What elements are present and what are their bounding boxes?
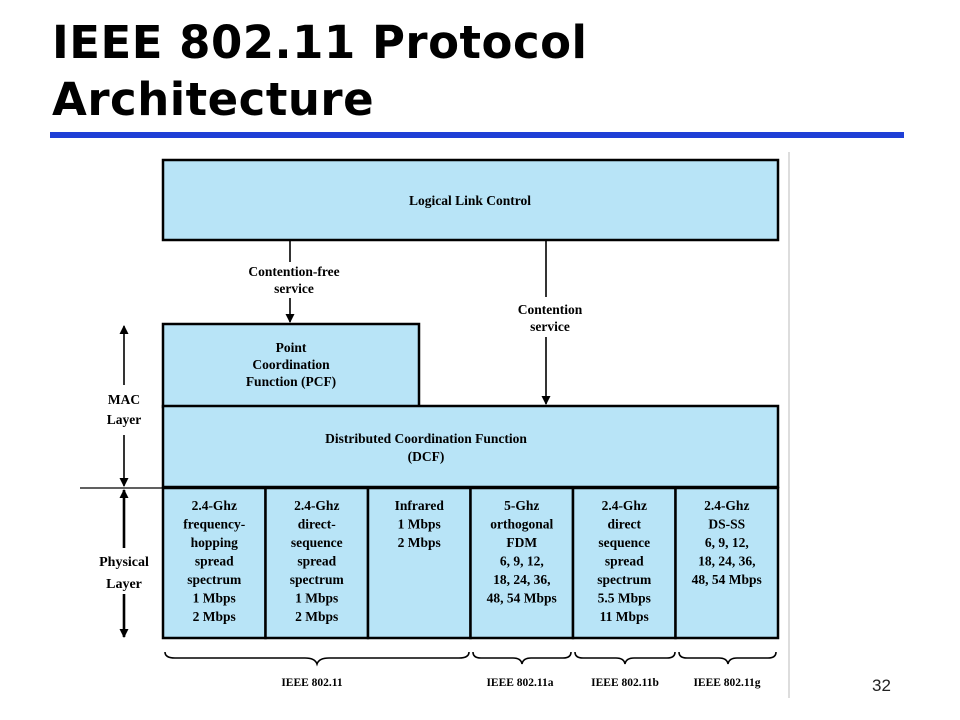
phy-column-text: 6, 9, 12, (705, 535, 749, 550)
phy-column-dsss-2-4ghz-11b (571, 486, 677, 640)
brace-ieee-802-11 (164, 651, 470, 667)
phy-column-dsss-2-4ghz (264, 486, 370, 640)
standard-ieee-802-11a: IEEE 802.11a (486, 677, 553, 689)
contention-free-label-1: Contention-free (248, 264, 339, 279)
phy-column-text: sequence (598, 535, 650, 550)
physical-layer-columns: 2.4-Ghz frequency-hopping spread spectrum 1 … (161, 486, 780, 640)
mac-layer-label-1: MAC (108, 392, 140, 407)
phy-column-text: spectrum (597, 572, 652, 587)
phy-column-text: 1 Mbps (398, 517, 441, 532)
phy-column-text: 2 Mbps (398, 535, 441, 550)
phy-column-text: DS-SS (708, 517, 745, 532)
phy-column-text: orthogonal (490, 517, 553, 532)
dcf-label-2: (DCF) (408, 449, 445, 464)
phy-column-text: 2.4-Ghz (192, 498, 237, 513)
physical-layer-label-2: Layer (106, 577, 142, 592)
phy-column-text: 2.4-Ghz (602, 498, 647, 513)
phy-column-text: 5-Ghz (504, 498, 539, 513)
phy-column-dsss-2-4ghz-11g (674, 486, 780, 640)
phy-column-ofdm-5ghz (469, 486, 575, 640)
contention-label-1: Contention (518, 302, 583, 317)
phy-column-text: 2.4-Ghz (294, 498, 339, 513)
brace-ieee-802-11b (574, 651, 676, 665)
phy-column-text: frequency- (183, 517, 245, 532)
contention-label-2: service (530, 319, 570, 334)
standard-ieee-802-11g: IEEE 802.11g (693, 677, 760, 689)
phy-column-text: 48, 54 Mbps (692, 572, 762, 587)
phy-column-text: direct- (298, 517, 336, 532)
phy-column-text: 2 Mbps (193, 609, 236, 624)
physical-layer-label-1: Physical (99, 555, 149, 570)
phy-column-text: spectrum (290, 572, 345, 587)
phy-column-text: 1 Mbps (193, 591, 236, 606)
phy-column-text: 11 Mbps (600, 609, 649, 624)
contention-free-label-2: service (274, 281, 314, 296)
phy-column-text: FDM (506, 535, 537, 550)
phy-column-text: hopping (191, 535, 239, 550)
dcf-box (161, 404, 780, 489)
slide-title-line-2: Architecture (52, 73, 375, 126)
phy-column-text: 48, 54 Mbps (487, 591, 557, 606)
llc-box (161, 158, 780, 242)
phy-column-text: spread (297, 554, 336, 569)
phy-column-text: spectrum (187, 572, 242, 587)
standard-ieee-802-11b: IEEE 802.11b (591, 677, 659, 689)
brace-ieee-802-11a (472, 651, 572, 665)
slide-title: IEEE 802.11 Protocol Architecture (52, 14, 587, 128)
phy-column-text: 6, 9, 12, (500, 554, 544, 569)
title-underline (50, 132, 904, 138)
phy-column-text: 2.4-Ghz (704, 498, 749, 513)
standard-ieee-802-11: IEEE 802.11 (281, 677, 343, 689)
pcf-label-3: Function (PCF) (246, 374, 336, 389)
brace-ieee-802-11g (678, 651, 777, 665)
phy-column-text: 18, 24, 36, (493, 572, 550, 587)
phy-column-text: 5.5 Mbps (598, 591, 651, 606)
phy-column-text: 18, 24, 36, (698, 554, 755, 569)
phy-column-text: 1 Mbps (295, 591, 338, 606)
phy-column-text: spread (195, 554, 234, 569)
mac-label-bg (94, 385, 154, 435)
phy-column-infrared (366, 486, 472, 640)
phy-column-text: direct (608, 517, 642, 532)
dcf-label-1: Distributed Coordination Function (325, 431, 527, 446)
pcf-label-2: Coordination (252, 357, 330, 372)
phy-column-text: sequence (291, 535, 343, 550)
phy-column-text: Infrared (395, 498, 445, 513)
mac-layer-label-2: Layer (107, 412, 142, 427)
slide-title-line-1: IEEE 802.11 Protocol (52, 16, 588, 69)
pcf-label-1: Point (276, 340, 307, 355)
phy-column-text: spread (605, 554, 644, 569)
llc-label: Logical Link Control (409, 193, 531, 208)
physical-label-bg (82, 548, 166, 594)
phy-column-text: 2 Mbps (295, 609, 338, 624)
slide-number: 32 (872, 676, 891, 695)
pcf-box (161, 322, 421, 409)
